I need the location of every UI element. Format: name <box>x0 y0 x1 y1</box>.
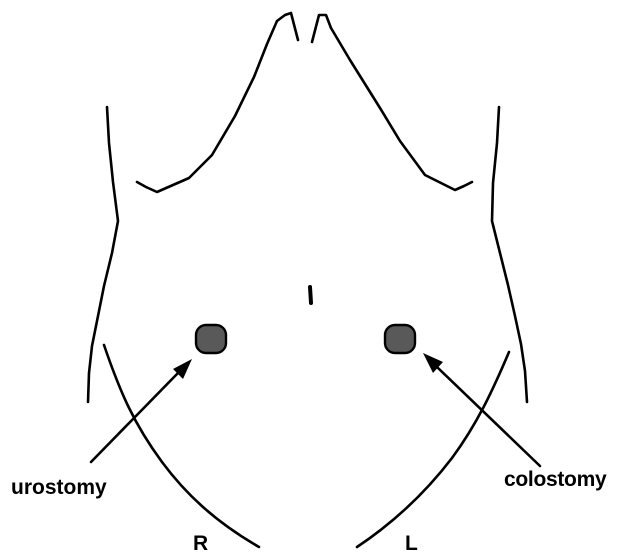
colostomy-stoma <box>385 325 415 353</box>
chest-right-line <box>312 15 472 190</box>
groin-left-side-curve <box>357 352 509 547</box>
urostomy-label: urostomy <box>11 477 107 498</box>
urostomy-arrow-shaft <box>91 373 178 462</box>
chest-left-line <box>137 13 298 192</box>
colostomy-label: colostomy <box>504 469 606 490</box>
right-side-label: R <box>193 533 208 554</box>
torso-left-outline <box>88 107 118 402</box>
urostomy-stoma <box>196 325 226 353</box>
torso-right-outline <box>492 107 527 402</box>
navel-mark <box>310 287 311 303</box>
left-side-label: L <box>405 533 418 554</box>
